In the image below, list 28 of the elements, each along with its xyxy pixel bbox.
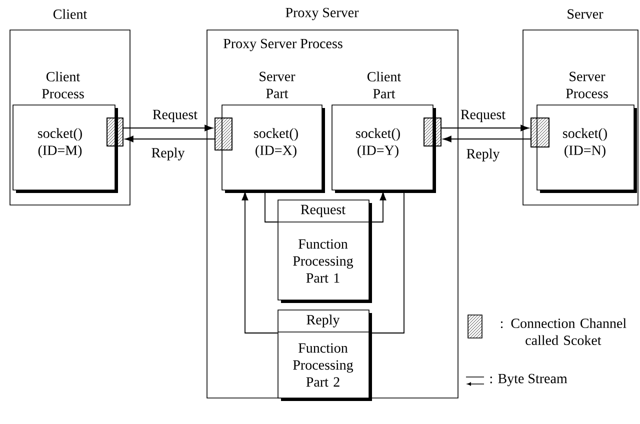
- arrow: [124, 136, 216, 142]
- node-label: Client: [53, 9, 88, 19]
- process-box: Client Process socket() (ID=M): [12, 72, 118, 193]
- socket-box: [530, 118, 550, 148]
- socket-box: [424, 118, 442, 146]
- node-label: Server: [568, 9, 604, 19]
- process-box: Client Part socket() (ID=Y): [332, 72, 436, 193]
- edge-label: Request: [459, 108, 507, 124]
- arrow: [442, 136, 532, 142]
- edge-label: Reply: [465, 148, 501, 162]
- edge-label: Reply: [150, 146, 186, 162]
- socket-box: [106, 118, 124, 146]
- node-label: Proxy Server: [286, 8, 359, 20]
- legend-text: : Byte Stream: [490, 374, 568, 386]
- function-box: Request Function Processing Part 1: [278, 200, 372, 303]
- edge-label: Request: [151, 108, 199, 124]
- socket-box: [214, 118, 232, 150]
- arrow: [440, 124, 530, 132]
- process-box: Server Process socket() (ID=N): [536, 72, 637, 193]
- node-label: Server Process: [566, 72, 608, 98]
- arrow: [122, 124, 214, 132]
- node-label: Client Part: [367, 72, 402, 98]
- legend-text: : Connection Channel called Scoket: [500, 318, 626, 346]
- process-box: Server Part socket() (ID=X): [222, 72, 325, 193]
- node-label: Client Process: [42, 72, 84, 98]
- arrow: [242, 192, 278, 334]
- node-label: Server Part: [260, 72, 296, 98]
- function-box: Reply Function Processing Part 2: [278, 310, 372, 401]
